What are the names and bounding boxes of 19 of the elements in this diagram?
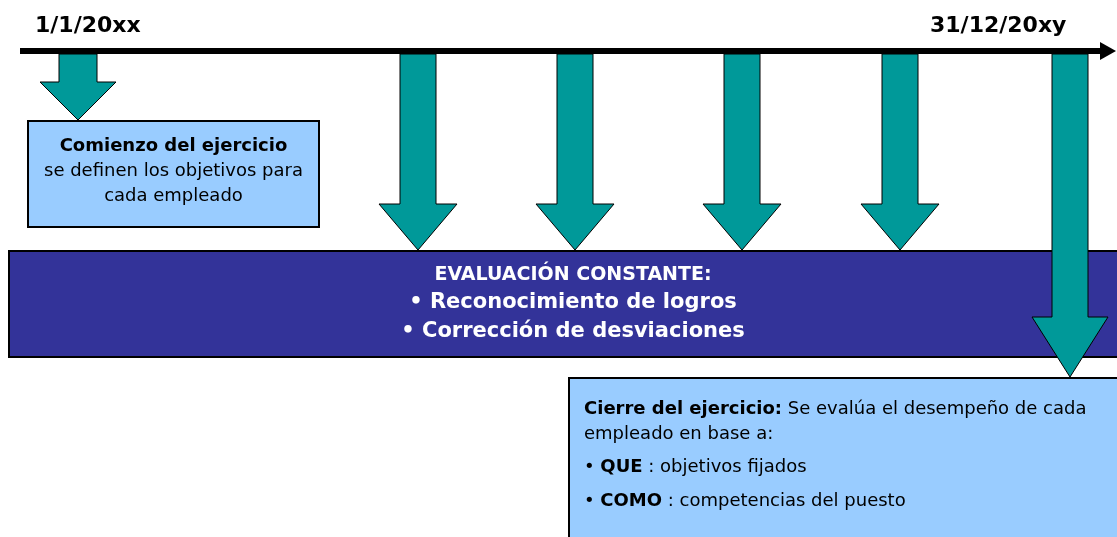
block-arrow — [378, 53, 458, 251]
bullet-text: • Corrección de desviaciones — [400, 317, 746, 344]
block-arrow — [39, 53, 117, 121]
description-text: se definen los objetivos para cada empleado — [43, 158, 304, 208]
bullet-text: • QUE : objetivos fijados — [584, 454, 808, 479]
block-arrow — [535, 53, 615, 251]
heading-text: EVALUACIÓN CONSTANTE: — [433, 260, 713, 286]
description-text: Cierre del ejercicio: Se evalúa el desempeño de cada empleado en base a: — [584, 396, 1088, 446]
date-label: 1/1/20xx — [35, 12, 141, 37]
block-arrow — [702, 53, 782, 251]
start-box — [27, 120, 320, 228]
block-arrow — [1031, 53, 1109, 378]
block-arrow — [860, 53, 940, 251]
closing-box — [568, 377, 1117, 537]
bullet-text: • Reconocimiento de logros — [408, 287, 738, 315]
evaluation-band — [8, 250, 1117, 358]
heading-text: Comienzo del ejercicio — [58, 133, 289, 157]
bullet-text: • COMO : competencias del puesto — [584, 487, 907, 512]
date-label: 31/12/20xy — [930, 12, 1067, 37]
